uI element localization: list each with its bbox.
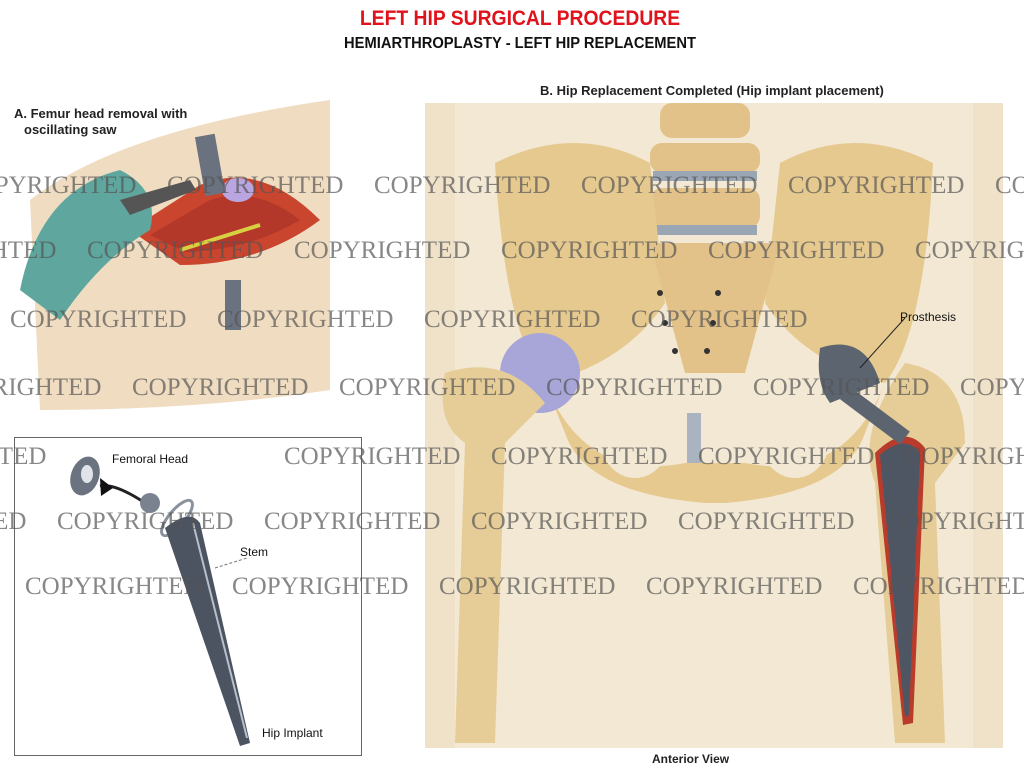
panel-a-label-line1: A. Femur head removal with bbox=[14, 106, 188, 121]
prosthesis-label: Prosthesis bbox=[900, 310, 957, 324]
page-subtitle: HEMIARTHROPLASTY - LEFT HIP REPLACEMENT bbox=[344, 35, 696, 52]
panel-a-label: A. Femur head removal with oscillating s… bbox=[14, 106, 214, 138]
panel-b-label: B. Hip Replacement Completed (Hip implan… bbox=[540, 83, 884, 98]
implant-inset-box: Femoral Head Stem Hip Implant bbox=[14, 437, 362, 756]
panel-a-label-line2: oscillating saw bbox=[24, 122, 117, 137]
pelvis-illustration bbox=[425, 103, 1003, 748]
stem-label: Stem bbox=[240, 545, 269, 559]
view-label: Anterior View bbox=[652, 752, 730, 766]
hip-implant-illustration bbox=[70, 456, 250, 746]
page-title: LEFT HIP SURGICAL PROCEDURE bbox=[359, 7, 681, 30]
femoral-head-label: Femoral Head bbox=[112, 452, 189, 466]
hip-implant-label: Hip Implant bbox=[262, 726, 323, 740]
femur-head-removal-illustration bbox=[20, 100, 330, 410]
